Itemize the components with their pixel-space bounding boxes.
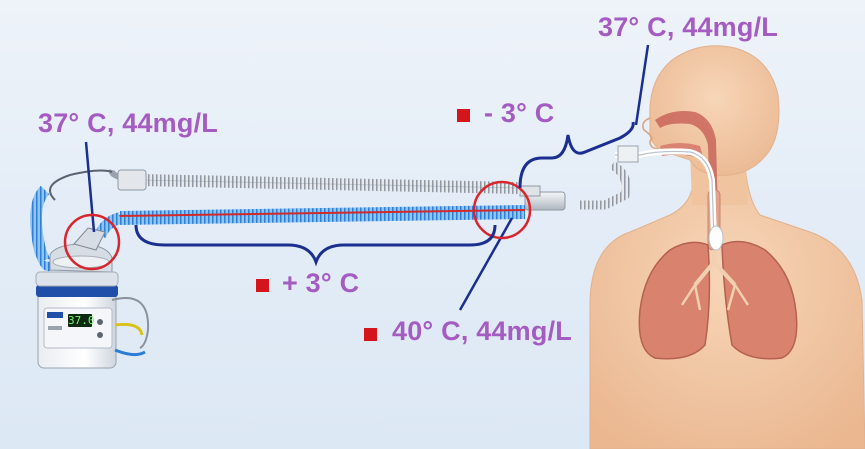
humidifier-temperature-display: 37.0 — [68, 314, 95, 327]
y-piece-connector — [519, 161, 631, 211]
minus3-bullet — [457, 109, 470, 122]
human-figure — [589, 45, 865, 449]
plus3-brace — [134, 224, 497, 267]
plus3-label: + 3° C — [282, 268, 360, 298]
y-piece-highlight — [472, 180, 532, 240]
chamber-out-bullet — [364, 328, 377, 341]
patient-temperature-label: 37° C, 44mg/L — [598, 12, 778, 42]
heater-wire — [114, 209, 526, 217]
minus3-label: - 3° C — [484, 98, 555, 128]
y-piece-temperature-label: 40° C, 44mg/L — [392, 316, 572, 346]
chamber-outlet-temperature-label: 37° C, 44mg/L — [38, 108, 218, 138]
chamber-outlet-highlight — [63, 213, 121, 271]
chamber-probe-line — [84, 141, 96, 233]
breathing-circuit — [30, 169, 526, 271]
wye-probe-line — [458, 217, 514, 311]
patient-probe-line — [634, 44, 650, 126]
endotracheal-tube — [615, 145, 724, 251]
plus3-bullet — [256, 279, 269, 292]
minus3-brace — [518, 121, 635, 189]
humidifier-device — [35, 227, 150, 369]
probe-lines — [84, 44, 650, 311]
